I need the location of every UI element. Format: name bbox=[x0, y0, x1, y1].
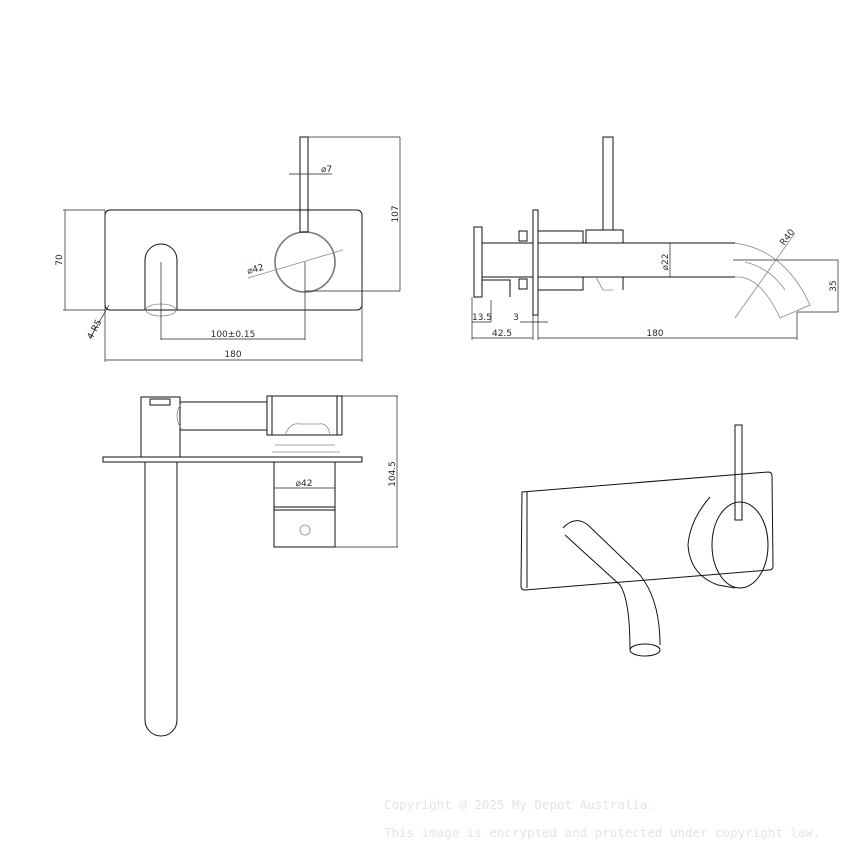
side-lever bbox=[602, 136, 614, 231]
dim-13-5-label: 13.5 bbox=[472, 313, 492, 323]
top-view: ⌀42 104.5 bbox=[102, 395, 398, 737]
copyright-line-2: This image is encrypted and protected un… bbox=[384, 825, 821, 840]
top-cartridge-divider bbox=[274, 506, 335, 511]
side-body bbox=[482, 242, 533, 297]
iso-spout bbox=[562, 520, 661, 651]
top-body-slot bbox=[149, 398, 171, 406]
dim-top-depth-label: 104.5 bbox=[388, 461, 398, 487]
dim-side-lines bbox=[471, 297, 798, 340]
isometric-view bbox=[520, 424, 774, 657]
dim-center-label: 100±0.15 bbox=[211, 330, 256, 340]
dim-107-line bbox=[305, 136, 401, 292]
iso-lever bbox=[734, 424, 743, 521]
dim-spout-dia-label: ⌀22 bbox=[661, 254, 671, 271]
side-nut-bottom bbox=[518, 278, 528, 290]
top-cartridge-hole bbox=[299, 524, 311, 536]
dim-width-label: 180 bbox=[224, 350, 241, 360]
dim-bend-radius-label: R40 bbox=[778, 228, 797, 248]
side-valve-detail bbox=[595, 276, 613, 291]
dim-107-label: 107 bbox=[391, 205, 401, 222]
dim-3-label: 3 bbox=[513, 313, 519, 323]
top-body bbox=[140, 396, 181, 457]
top-tee bbox=[266, 395, 343, 436]
dim-drop-label: 35 bbox=[829, 280, 839, 291]
iso-wall-plate bbox=[520, 471, 774, 591]
dim-width-line bbox=[104, 210, 363, 362]
side-back-flange bbox=[473, 226, 483, 298]
dim-handle-dia-label: ⌀42 bbox=[246, 263, 265, 277]
top-valve-neck bbox=[272, 423, 340, 453]
spout-outline bbox=[144, 243, 178, 310]
side-nut-top bbox=[518, 230, 528, 242]
top-pipe-joint bbox=[176, 401, 183, 431]
top-tee-ends bbox=[271, 396, 338, 435]
side-wall-plate bbox=[532, 209, 539, 316]
top-cartridge bbox=[273, 461, 336, 548]
dim-lever-dia-label: ⌀7 bbox=[321, 165, 332, 175]
side-block-top bbox=[537, 230, 584, 244]
side-spout-pipe bbox=[538, 242, 735, 278]
dim-projection-label: 180 bbox=[646, 329, 663, 339]
side-block-bottom bbox=[537, 276, 584, 291]
dim-radius-label: 4-R5 bbox=[86, 318, 105, 341]
lever bbox=[299, 136, 309, 233]
wall-plate bbox=[104, 209, 363, 311]
dim-cartridge-dia-label: ⌀42 bbox=[296, 479, 313, 489]
dim-drop-line bbox=[733, 259, 839, 313]
dim-height-label: 70 bbox=[55, 254, 65, 266]
iso-handle-body bbox=[687, 496, 736, 589]
dim-top-depth-line bbox=[335, 395, 398, 548]
iso-handle-face bbox=[711, 501, 769, 589]
side-view: 35 ⌀22 R40 13.5 3 42.5 180 bbox=[471, 136, 839, 340]
iso-spout-outlet bbox=[629, 643, 661, 657]
dim-handle-dia-line bbox=[247, 249, 344, 279]
top-wall-plate bbox=[102, 456, 363, 463]
side-valve-top bbox=[585, 229, 624, 244]
side-spout-bend bbox=[734, 242, 811, 319]
dim-depth-label: 42.5 bbox=[492, 329, 512, 339]
front-view: 70 107 ⌀7 ⌀42 100±0.15 180 4-R5 bbox=[55, 136, 401, 362]
copyright-line-1: Copyright @ 2025 My Depot Australia. bbox=[384, 797, 655, 812]
dim-radius-leader bbox=[89, 304, 110, 339]
dim-height-line bbox=[63, 209, 105, 311]
dim-center-line bbox=[160, 262, 306, 340]
dim-bend-radius-line bbox=[734, 232, 796, 319]
top-pipe bbox=[180, 401, 267, 431]
top-spout bbox=[144, 462, 178, 737]
